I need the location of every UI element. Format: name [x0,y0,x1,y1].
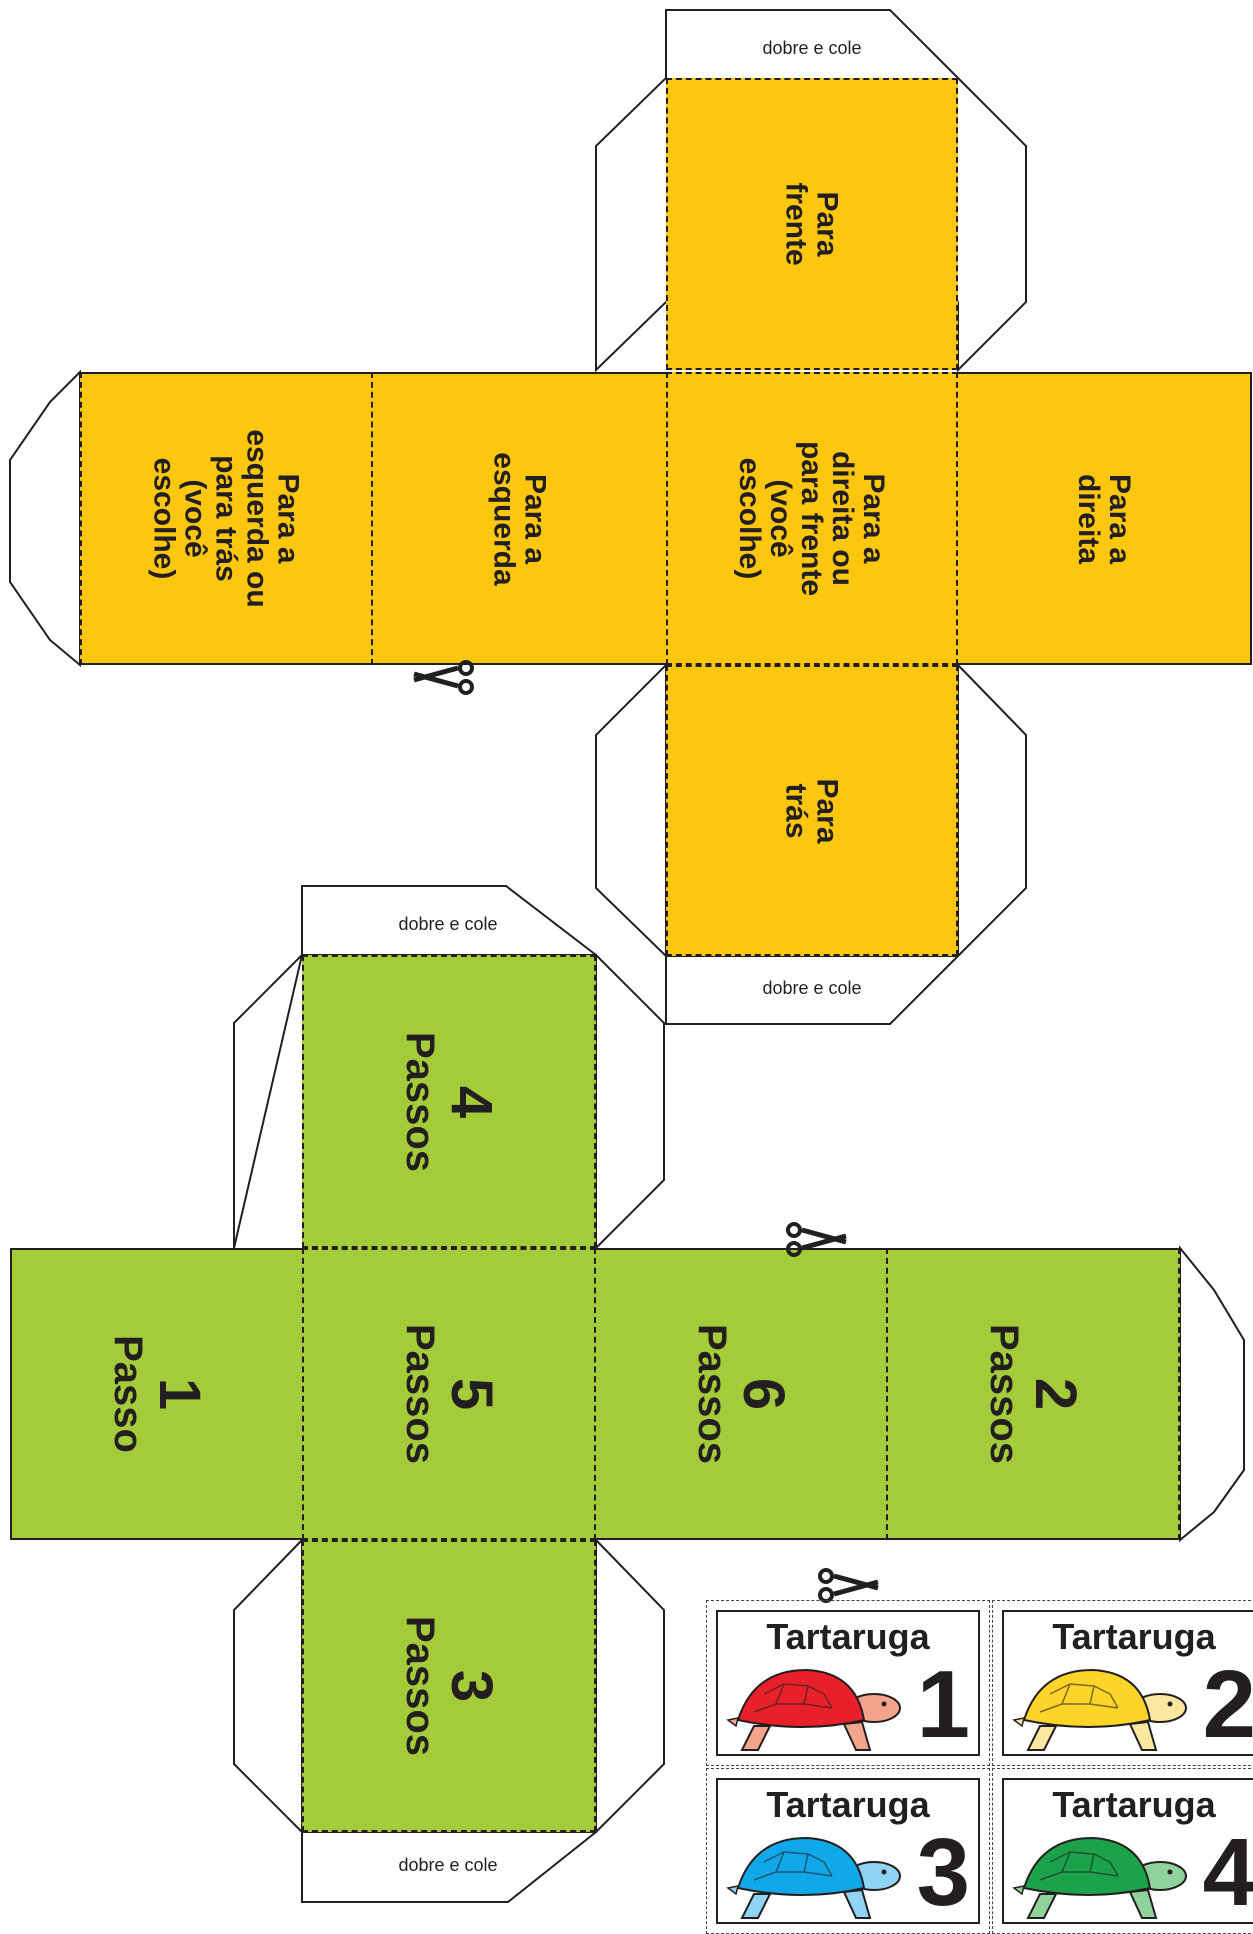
face-word: Passos [689,1323,734,1465]
green-tab-bottom [233,1537,665,1903]
green-tab-top-label: dobre e cole [398,914,498,934]
face-label: Para a esquerda ou para trás (você escol… [148,429,305,608]
orange-face-left: Para a esquerda [373,372,666,665]
face-word: Passo [105,1335,150,1453]
orange-tab-bottom [595,662,1027,1025]
card-number: 3 [916,1819,970,1926]
orange-face-right: Para a direita [958,372,1252,665]
face-number: 3 [438,1669,504,1703]
card-title: Tartaruga [1052,1616,1216,1657]
card-title: Tartaruga [766,1784,930,1825]
orange-tab-bottom-label: dobre e cole [762,978,862,998]
face-number: 1 [146,1377,212,1411]
face-label: Para trás [780,777,844,844]
face-number: 4 [438,1085,504,1118]
scissors-icon [786,1222,847,1257]
face-label: Para a direita [1071,473,1136,564]
face-label: Para frente [779,182,844,266]
face-word: Passos [397,1031,442,1172]
scissors-icon [818,1568,879,1603]
face-number: 6 [730,1377,796,1411]
card-number: 2 [1202,1651,1253,1758]
face-label: Para a esquerda [487,451,552,586]
face-word: Passos [397,1615,442,1757]
card-number: 4 [1202,1819,1253,1926]
orange-face-center: Para a direita ou para frente (você esco… [666,372,958,665]
turtle-icon [1012,1668,1187,1751]
turtle-icon [1012,1836,1187,1919]
card-title: Tartaruga [766,1616,930,1657]
green-tab-top [233,885,665,1251]
face-number: 5 [438,1377,504,1411]
face-word: Passos [981,1323,1026,1465]
face-word: Passos [397,1323,442,1465]
green-tab-bottom-label: dobre e cole [398,1855,498,1875]
turtle-icon [726,1668,901,1751]
card-number: 1 [916,1651,970,1758]
scissors-icon [413,660,474,695]
turtle-icon [726,1836,901,1919]
face-number: 2 [1022,1377,1088,1411]
face-label: Para a direita ou para frente (você esco… [733,440,891,597]
orange-tab-left [9,369,81,668]
card-title: Tartaruga [1052,1784,1216,1825]
green-tab-right [1179,1245,1245,1543]
orange-face-far-left: Para a esquerda ou para trás (você escol… [80,372,373,665]
orange-tab-top-label: dobre e cole [762,38,862,58]
orange-face-para-frente: Para frente [666,78,958,370]
orange-face-para-tras: Para trás [666,665,958,956]
